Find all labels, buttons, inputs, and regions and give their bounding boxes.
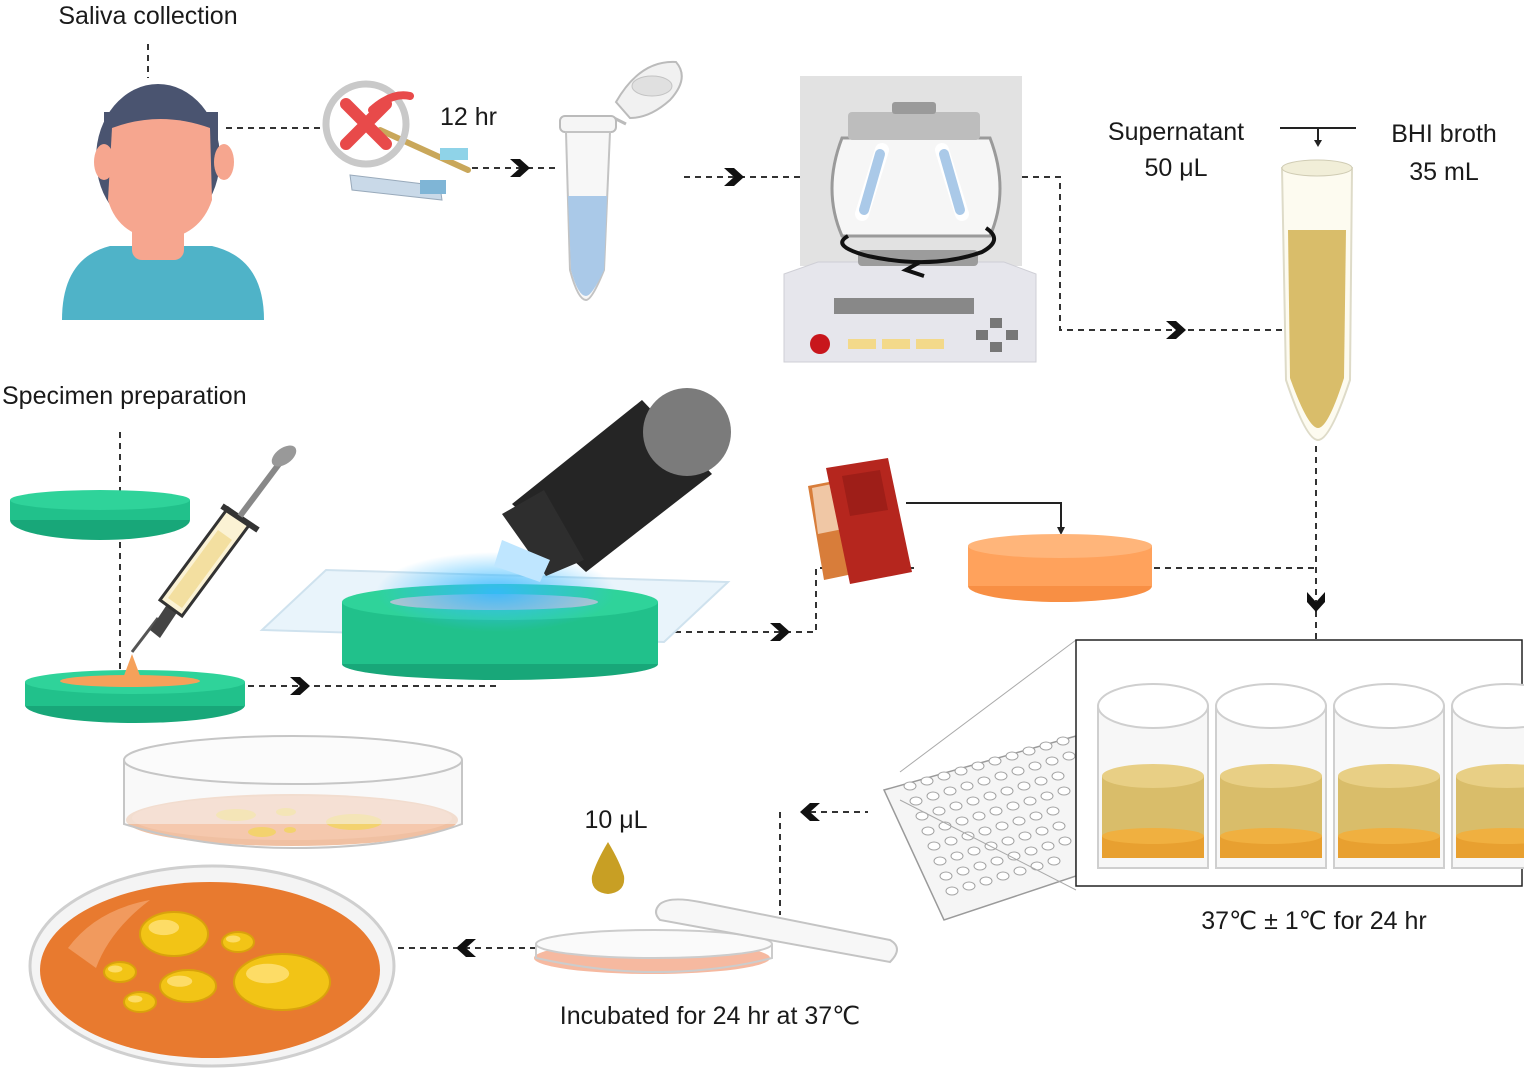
orange-disc [968,534,1152,602]
curing-light-icon [494,388,731,582]
petri-dish-upper [123,735,463,850]
colony [123,991,157,1013]
specimen-disc [25,654,245,723]
bhi-volume-label: 35 mL [1409,158,1479,186]
well-cylinder [1215,683,1327,869]
well-cylinder [1097,683,1209,869]
droplet-volume-label: 10 μL [584,806,647,834]
centrifuge-icon [783,76,1037,363]
well-cylinder [1451,683,1524,869]
twelve-hr-label: 12 hr [440,103,497,131]
light-glow [376,552,616,632]
microtube-icon [559,60,683,302]
arrow-right-icon [1166,321,1186,339]
colony [159,969,217,1003]
sandpaper-icon [808,458,912,584]
arrow-left-icon [800,803,820,821]
incubated-label: Incubated for 24 hr at 37℃ [560,1002,861,1030]
syringe-icon [130,445,297,653]
arrow-right-icon [724,168,744,186]
person-icon [62,84,264,320]
well-cylinder [1333,683,1445,869]
falcon-tube-icon [1280,159,1354,442]
mold-disc-top [10,490,190,540]
arrow-down-icon [1307,592,1325,612]
colony [103,961,137,983]
supernatant-label: Supernatant [1108,118,1244,146]
petri-dish-open [534,898,898,974]
arrow-right-icon [770,623,790,641]
arrow-right-icon [290,677,310,695]
no-brushing-icon [322,80,471,201]
colony [139,911,209,957]
specimen-preparation-label: Specimen preparation [2,382,247,410]
colony [221,931,255,953]
petri-dish-lower [28,864,396,1068]
arrow-right-icon [510,159,530,177]
supernatant-volume-label: 50 μL [1144,154,1207,182]
droplet-icon [591,842,625,894]
incubation-condition-label: 37℃ ± 1℃ for 24 hr [1201,907,1427,935]
flow-arrows [290,159,1325,957]
bhi-broth-label: BHI broth [1391,120,1497,148]
well-plate-icon [882,639,1077,921]
arrow-left-icon [456,939,476,957]
saliva-collection-label: Saliva collection [58,2,237,30]
well-zoom-panel [1075,639,1524,887]
colony [233,953,331,1011]
